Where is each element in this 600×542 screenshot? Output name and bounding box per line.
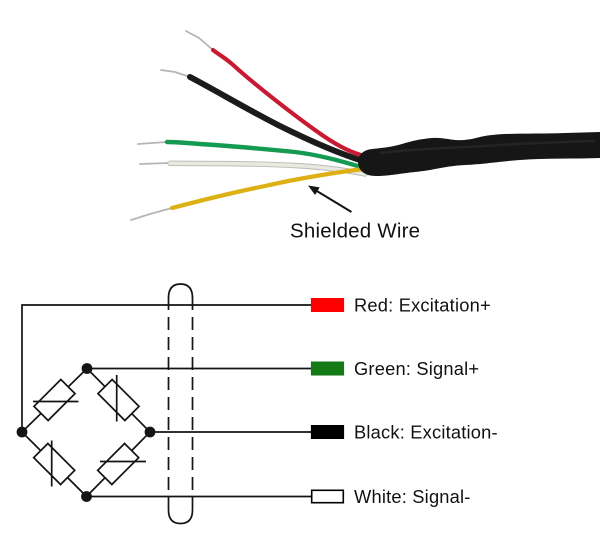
junction-nodes: [16, 363, 156, 502]
red-wire-swatch: [310, 297, 345, 312]
gauge-body: [32, 378, 77, 422]
top-node-dot: [81, 363, 93, 374]
right-node-dot: [144, 426, 156, 438]
wire-legend: Red: Excitation+ Green: Signal+ Black: E…: [310, 295, 498, 507]
shield-bottom-cap: [167, 509, 194, 525]
black-wire-swatch: [310, 424, 345, 439]
shield-symbol: [167, 283, 194, 525]
red-wire-label: Red: Excitation+: [354, 295, 491, 316]
green-wire-label: Green: Signal+: [354, 358, 479, 379]
green-wire-bare-tip: [137, 141, 168, 145]
shielded-wire-label: Shielded Wire: [290, 220, 420, 243]
strain-gauges: [32, 375, 146, 487]
yellow-wire-bare-tip: [130, 207, 173, 221]
red-wire-bare-tip: [185, 30, 214, 51]
excitation-plus-trace: [21, 304, 312, 432]
cable-jacket: [358, 132, 600, 176]
arrow-line: [315, 189, 353, 213]
white-wire-bare-tip: [139, 162, 171, 165]
strain-gauge-bottom-right: [96, 442, 146, 486]
black-wire-label: Black: Excitation-: [354, 422, 498, 443]
white-wire: [168, 161, 367, 176]
bare-wire-tips: [130, 30, 214, 221]
strain-gauge-top-right: [96, 375, 141, 422]
strain-gauge-top-left: [32, 378, 79, 422]
white-wire-label: White: Signal-: [354, 486, 471, 507]
strain-gauge-bottom-left: [32, 440, 76, 487]
shielded-wire-annotation: Shielded Wire: [290, 185, 420, 243]
cable-sheen-highlight: [379, 139, 596, 155]
green-wire: [164, 139, 367, 171]
cable-photo-section: Shielded Wire: [130, 30, 600, 243]
gauge-body: [32, 442, 76, 486]
left-node-dot: [16, 426, 28, 438]
shield-top-cap: [167, 283, 194, 299]
gauge-body: [96, 442, 140, 486]
bottom-node-dot: [81, 491, 92, 502]
gauge-body: [96, 378, 141, 422]
bridge-diagram-section: Red: Excitation+ Green: Signal+ Black: E…: [16, 283, 498, 525]
green-wire-swatch: [310, 361, 345, 376]
arrow-head-icon: [308, 185, 320, 195]
white-wire-swatch: [310, 489, 345, 504]
black-wire: [187, 74, 369, 165]
red-wire: [210, 47, 371, 160]
yellow-wire: [169, 166, 366, 211]
bridge-arms: [20, 367, 152, 498]
black-wire-bare-tip: [160, 69, 191, 78]
